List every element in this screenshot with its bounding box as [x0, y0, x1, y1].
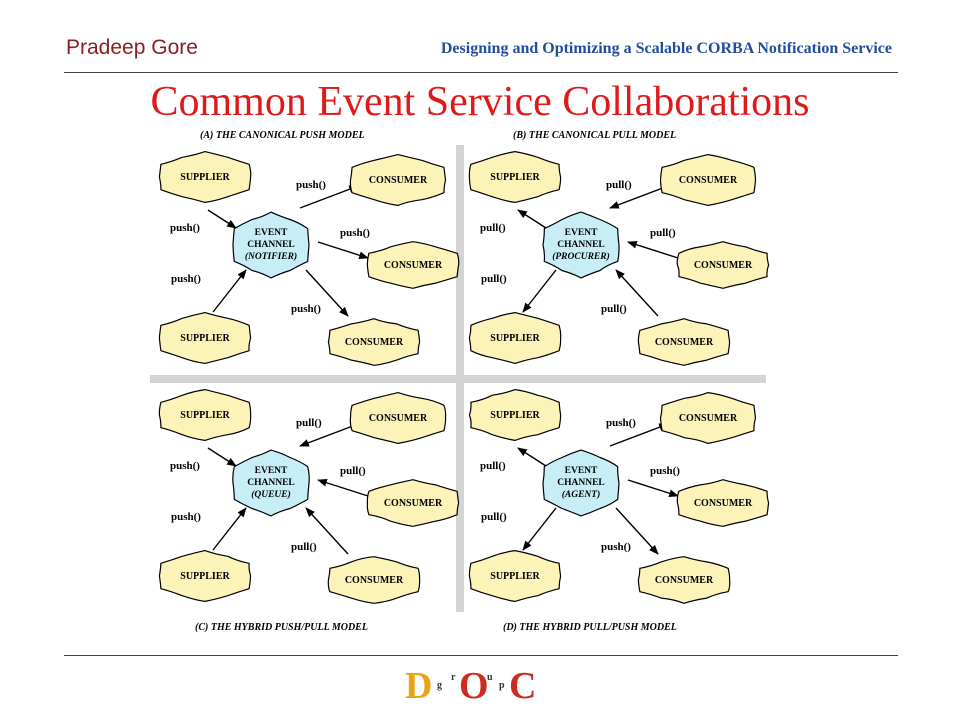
quadrant-caption: (A) THE CANONICAL PUSH MODEL: [200, 130, 365, 141]
event-channel-label: EVENT: [255, 466, 288, 476]
quadrant-a: (A) THE CANONICAL PUSH MODEL push() push()…: [159, 130, 458, 365]
quadrant-divider-horizontal: [150, 375, 766, 383]
supplier-arrow: [213, 508, 246, 550]
logo-letter-u: u: [487, 672, 493, 683]
supplier-label: SUPPLIER: [490, 333, 540, 344]
consumer-label: CONSUMER: [679, 175, 738, 186]
consumer-arrow: [628, 242, 678, 258]
supplier-call-label: push(): [170, 222, 200, 234]
consumer-label: CONSUMER: [345, 337, 404, 348]
logo-letter-g: g: [437, 680, 442, 691]
consumer-call-label: pull(): [291, 541, 317, 553]
footer-divider: [64, 655, 898, 656]
event-channel-label: (QUEUE): [251, 489, 291, 500]
supplier-call-label: push(): [171, 511, 201, 523]
consumer-label: CONSUMER: [369, 175, 428, 186]
consumer-call-label: pull(): [650, 227, 676, 239]
supplier-arrow: [208, 448, 236, 466]
supplier-call-label: push(): [171, 273, 201, 285]
consumer-label: CONSUMER: [694, 498, 753, 509]
supplier-arrow: [523, 508, 556, 550]
event-channel-label: EVENT: [255, 228, 288, 238]
consumer-call-label: push(): [291, 303, 321, 315]
supplier-call-label: pull(): [481, 511, 507, 523]
supplier-call-label: pull(): [481, 273, 507, 285]
event-channel-label: CHANNEL: [247, 478, 295, 488]
supplier-label: SUPPLIER: [180, 172, 230, 183]
consumer-call-label: pull(): [601, 303, 627, 315]
quadrant-caption: (B) THE CANONICAL PULL MODEL: [513, 130, 676, 141]
event-channel-label: (NOTIFIER): [245, 251, 297, 262]
consumer-call-label: push(): [601, 541, 631, 553]
consumer-label: CONSUMER: [679, 413, 738, 424]
consumer-arrow: [318, 242, 368, 258]
consumer-label: CONSUMER: [384, 498, 443, 509]
supplier-arrow: [518, 448, 546, 466]
event-channel-label: CHANNEL: [557, 240, 605, 250]
consumer-label: CONSUMER: [384, 260, 443, 271]
consumer-call-label: push(): [340, 227, 370, 239]
event-channel-label: EVENT: [565, 466, 598, 476]
supplier-label: SUPPLIER: [180, 571, 230, 582]
logo-letter-c: C: [509, 665, 535, 706]
logo-letter-r: r: [451, 672, 456, 683]
supplier-arrow: [518, 210, 546, 228]
supplier-call-label: push(): [170, 460, 200, 472]
quadrant-d: (D) THE HYBRID PULL/PUSH MODEL pull() pull…: [469, 390, 768, 633]
consumer-arrow: [318, 480, 368, 496]
consumer-call-label: push(): [606, 417, 636, 429]
supplier-label: SUPPLIER: [490, 571, 540, 582]
supplier-call-label: pull(): [480, 222, 506, 234]
supplier-label: SUPPLIER: [490, 410, 540, 421]
supplier-call-label: pull(): [480, 460, 506, 472]
event-channel-label: (AGENT): [562, 489, 601, 500]
quadrant-b: (B) THE CANONICAL PULL MODEL pull() pull()…: [469, 130, 768, 365]
consumer-call-label: push(): [296, 179, 326, 191]
logo-letter-o: O: [459, 665, 489, 706]
consumer-call-label: push(): [650, 465, 680, 477]
consumer-label: CONSUMER: [694, 260, 753, 271]
consumer-label: CONSUMER: [345, 575, 404, 586]
doc-group-logo: D g r O u p C: [405, 664, 535, 706]
quadrant-caption: (C) THE HYBRID PUSH/PULL MODEL: [195, 622, 368, 633]
consumer-label: CONSUMER: [655, 575, 714, 586]
logo-letter-p: p: [499, 680, 505, 691]
quadrant-c: (C) THE HYBRID PUSH/PULL MODEL push() push…: [159, 390, 458, 633]
event-channel-label: CHANNEL: [557, 478, 605, 488]
event-channel-label: (PROCURER): [552, 251, 610, 262]
supplier-label: SUPPLIER: [490, 172, 540, 183]
consumer-call-label: pull(): [340, 465, 366, 477]
event-channel-label: EVENT: [565, 228, 598, 238]
quadrant-caption: (D) THE HYBRID PULL/PUSH MODEL: [503, 622, 677, 633]
consumer-label: CONSUMER: [369, 413, 428, 424]
supplier-label: SUPPLIER: [180, 333, 230, 344]
logo-letter-d: D: [405, 665, 432, 706]
consumer-label: CONSUMER: [655, 337, 714, 348]
consumer-call-label: pull(): [606, 179, 632, 191]
supplier-label: SUPPLIER: [180, 410, 230, 421]
supplier-arrow: [213, 270, 246, 312]
consumer-arrow: [628, 480, 678, 496]
supplier-arrow: [523, 270, 556, 312]
supplier-arrow: [208, 210, 236, 228]
consumer-call-label: pull(): [296, 417, 322, 429]
event-channel-label: CHANNEL: [247, 240, 295, 250]
